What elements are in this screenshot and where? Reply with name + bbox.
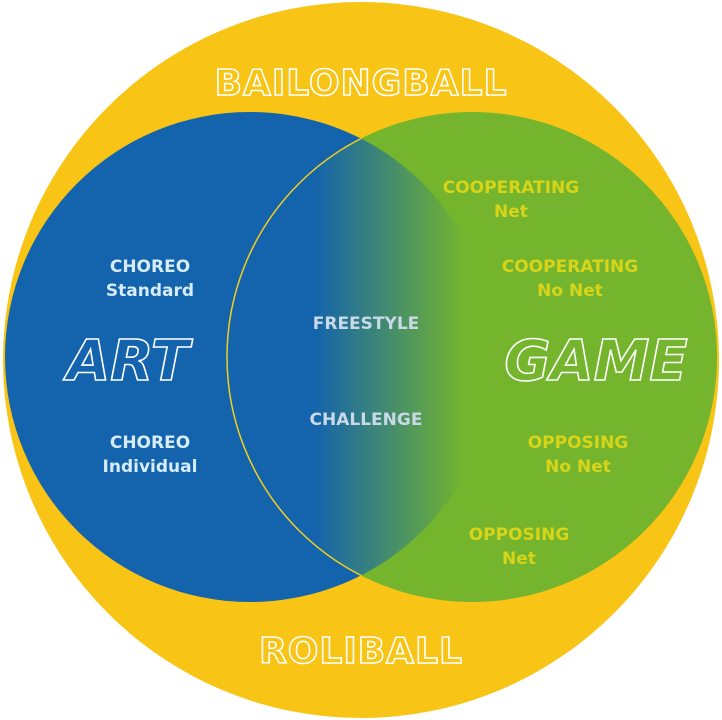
outer-top-label: BAILONGBALL — [215, 63, 508, 104]
art-item-line2: Standard — [106, 281, 194, 301]
overlap-lens — [226, 112, 495, 602]
game-item-line2: No Net — [537, 281, 603, 301]
game-item-cooperating-no-net: COOPERATING No Net — [502, 257, 638, 301]
game-item-line1: COOPERATING — [443, 178, 579, 198]
art-item-choreo-standard: CHOREO Standard — [106, 257, 194, 301]
game-item-opposing-no-net: OPPOSING No Net — [528, 433, 629, 477]
game-item-line2: No Net — [545, 457, 611, 477]
overlap-item-freestyle: FREESTYLE — [313, 314, 420, 334]
art-title: ART — [63, 329, 193, 394]
overlap-item-challenge: CHALLENGE — [310, 410, 423, 430]
game-item-opposing-net: OPPOSING Net — [469, 525, 570, 569]
game-item-line2: Net — [494, 202, 528, 222]
game-item-line2: Net — [502, 549, 536, 569]
game-item-line1: COOPERATING — [502, 257, 638, 277]
art-item-line1: CHOREO — [110, 257, 190, 277]
art-item-line2: Individual — [103, 457, 198, 477]
art-item-line1: CHOREO — [110, 433, 190, 453]
game-item-line1: OPPOSING — [528, 433, 629, 453]
game-item-line1: OPPOSING — [469, 525, 570, 545]
game-title: GAME — [504, 329, 687, 394]
game-item-cooperating-net: COOPERATING Net — [443, 178, 579, 222]
outer-bottom-label: ROLIBALL — [259, 631, 463, 672]
art-item-choreo-individual: CHOREO Individual — [103, 433, 198, 477]
